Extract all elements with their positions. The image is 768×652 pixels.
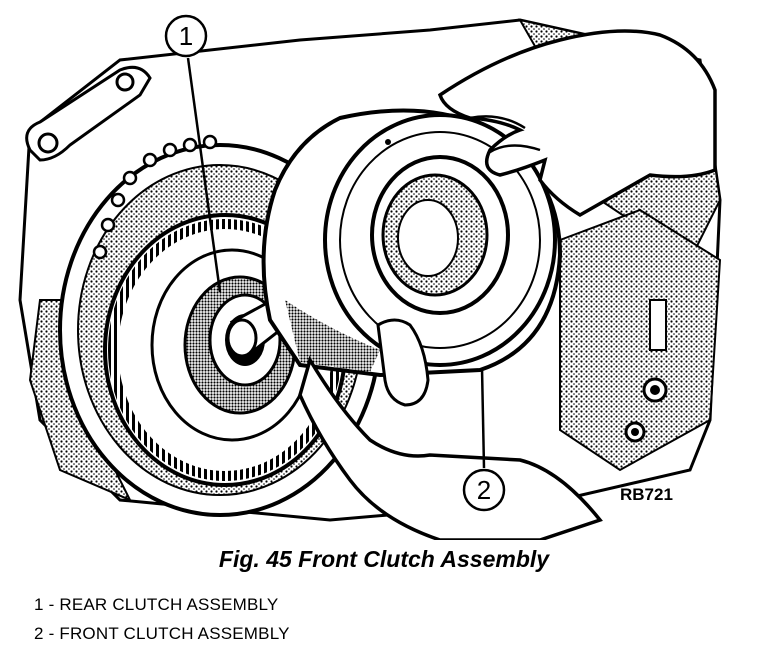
legend-item-1: 1 - REAR CLUTCH ASSEMBLY: [34, 595, 279, 614]
callout-2: 2: [462, 367, 506, 512]
legend-item-2: 2 - FRONT CLUTCH ASSEMBLY: [34, 624, 290, 643]
callout-1: 1: [164, 14, 222, 293]
hand-lower: [298, 318, 603, 540]
front-clutch-assembly: [261, 108, 563, 378]
figure-code: RB721: [620, 485, 673, 504]
figure-caption: Fig. 45 Front Clutch Assembly: [218, 546, 550, 572]
callout-1-number: 1: [179, 21, 193, 51]
hand-upper: [437, 29, 717, 218]
technical-illustration: 1 2 RB721: [18, 14, 722, 540]
callout-2-number: 2: [477, 475, 491, 505]
